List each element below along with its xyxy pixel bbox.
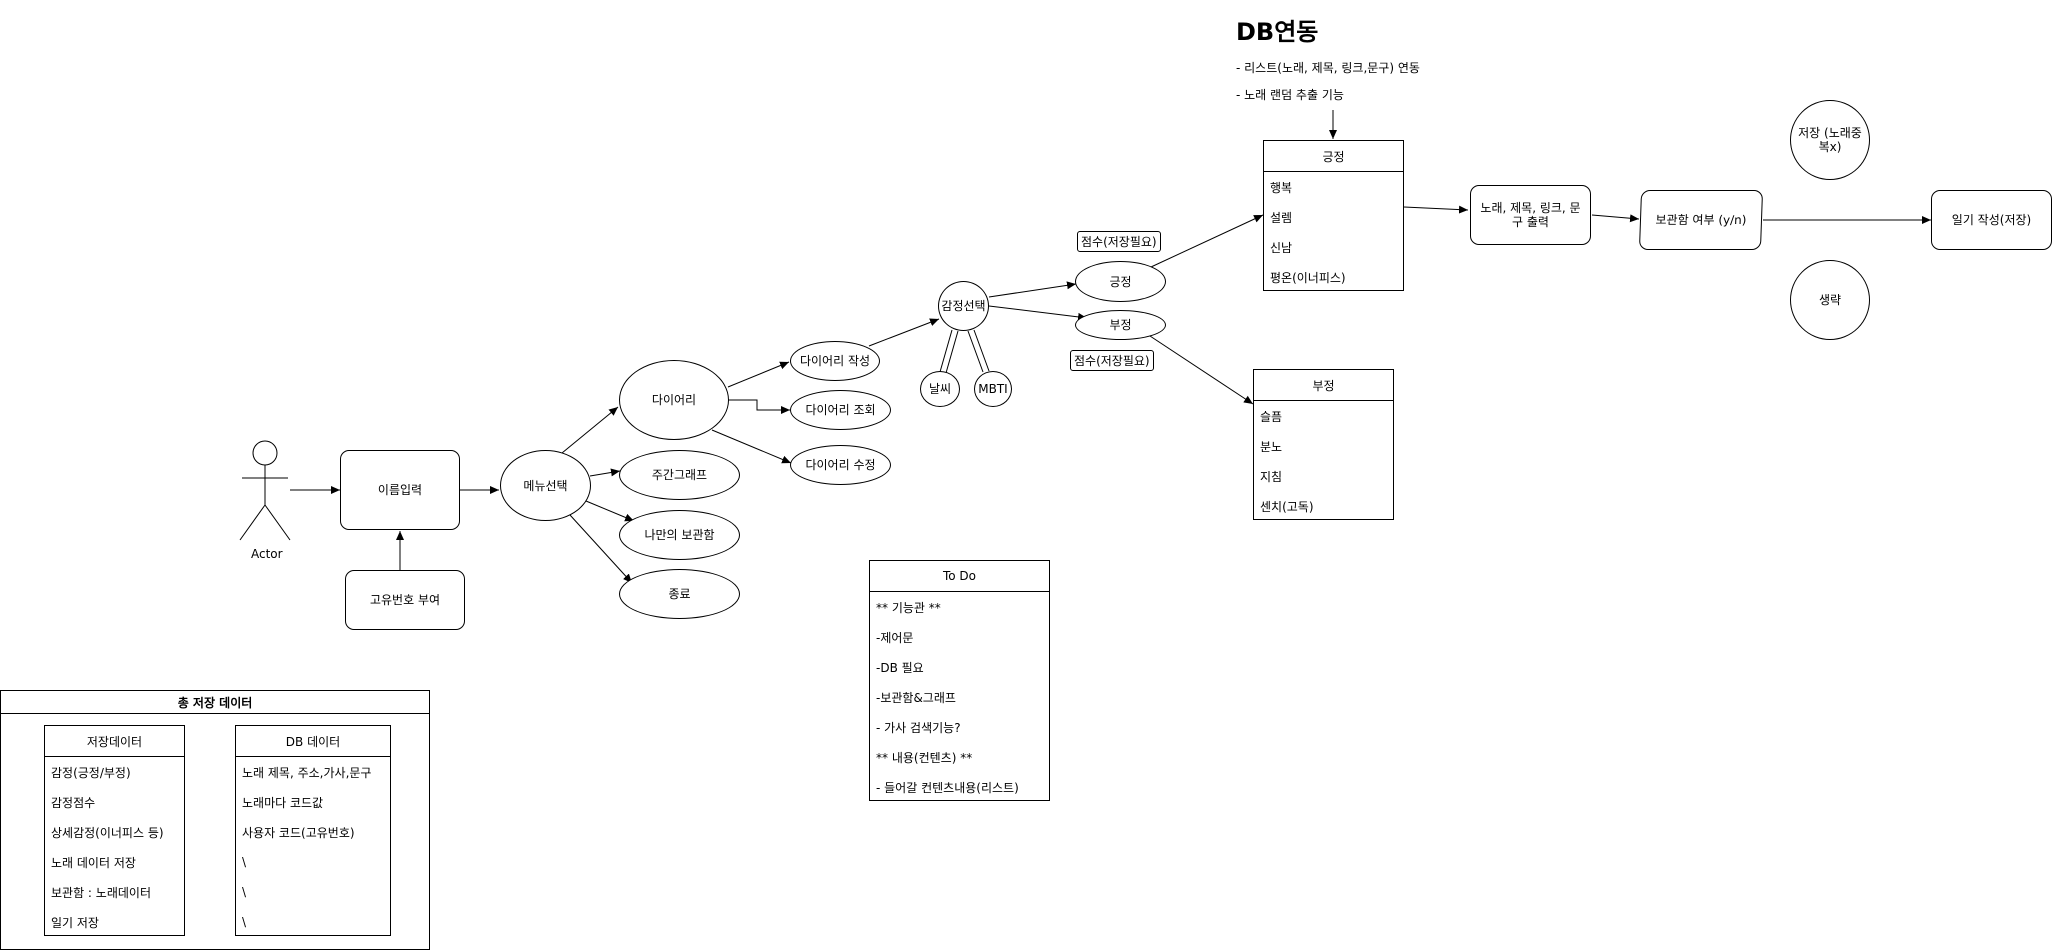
list-item[interactable]: ** 내용(컨텐츠) ** xyxy=(876,750,973,765)
diary-edit-node[interactable]: 다이어리 수정 xyxy=(790,445,891,485)
emotion-select-node[interactable]: 감정선택 xyxy=(938,281,989,331)
list-item[interactable]: 설렘 xyxy=(1270,210,1293,225)
db-data-list: DB 데이터 노래 제목, 주소,가사,문구 노래마다 코드값 사용자 코드(고… xyxy=(235,725,391,936)
edge-menu-graph xyxy=(589,468,621,477)
edge-menu-exit xyxy=(569,514,633,584)
todo-list: To Do ** 기능관 ** -제어문 -DB 필요 -보관함&그래프 - 가… xyxy=(869,560,1050,801)
score-tag-negative: 점수(저장필요) xyxy=(1070,350,1154,371)
edge-song-storage xyxy=(1591,214,1640,223)
storage-yn-node[interactable]: 보관함 여부 (y/n) xyxy=(1638,190,1764,250)
db-note-random: - 노래 랜덤 추출 기능 xyxy=(1236,88,1344,102)
list-item[interactable]: - 가사 검색기능? xyxy=(876,720,961,735)
list-item[interactable]: \ xyxy=(242,855,247,869)
exit-node[interactable]: 종료 xyxy=(619,569,740,619)
list-item[interactable]: 감정(긍정/부정) xyxy=(51,765,131,780)
list-header: 부정 xyxy=(1254,370,1393,401)
list-item[interactable]: 신남 xyxy=(1270,240,1293,255)
positive-emotion-list: 긍정 행복 설렘 신남 평온(이너피스) xyxy=(1263,140,1404,291)
edge-write-emotion xyxy=(868,318,940,347)
edge-menu-storage xyxy=(585,500,635,522)
mbti-node[interactable]: MBTI xyxy=(974,371,1012,407)
list-item[interactable]: 감정점수 xyxy=(51,795,96,810)
edge-positive-list xyxy=(1150,214,1264,268)
name-input-node[interactable]: 이름입력 xyxy=(340,450,460,530)
edge-emotion-mbti-2 xyxy=(973,329,990,372)
db-section-title: DB연동 xyxy=(1236,18,1319,46)
list-item[interactable]: 노래 제목, 주소,가사,문구 xyxy=(242,765,372,780)
list-item[interactable]: 노래마다 코드값 xyxy=(242,795,324,810)
edge-emotion-weather xyxy=(939,329,953,373)
diary-save-node[interactable]: 일기 작성(저장) xyxy=(1931,190,2052,250)
negative-node[interactable]: 부정 xyxy=(1075,310,1166,340)
list-item[interactable]: \ xyxy=(242,915,247,929)
saved-data-list: 저장데이터 감정(긍정/부정) 감정점수 상세감정(이너피스 등) 노래 데이터… xyxy=(44,725,185,936)
edge-negative-list xyxy=(1149,335,1254,405)
edge-diary-write xyxy=(727,361,790,388)
weather-node[interactable]: 날씨 xyxy=(920,371,960,407)
group-title: 총 저장 데이터 xyxy=(1,691,429,714)
my-storage-node[interactable]: 나만의 보관함 xyxy=(619,510,740,560)
edge-emotion-negative xyxy=(988,305,1088,321)
positive-node[interactable]: 긍정 xyxy=(1075,261,1166,302)
edge-emotion-mbti xyxy=(967,330,984,373)
list-item[interactable]: \ xyxy=(242,885,247,899)
list-item[interactable]: - 들어갈 컨텐츠내용(리스트) xyxy=(876,780,1019,795)
save-no-dup-node[interactable]: 저장 (노래중복x) xyxy=(1790,100,1870,180)
list-item[interactable]: ** 기능관 ** xyxy=(876,600,941,615)
list-item[interactable]: 센치(고독) xyxy=(1260,499,1314,514)
edge-positive-song xyxy=(1403,205,1469,214)
list-item[interactable]: 행복 xyxy=(1270,180,1293,195)
list-header: 저장데이터 xyxy=(45,726,184,757)
list-item[interactable]: -보관함&그래프 xyxy=(876,690,956,705)
unique-id-node[interactable]: 고유번호 부여 xyxy=(345,570,465,630)
score-tag-positive: 점수(저장필요) xyxy=(1077,231,1161,252)
actor-figure xyxy=(239,440,291,541)
edge-emotion-positive xyxy=(988,281,1077,298)
list-header: 긍정 xyxy=(1264,141,1403,172)
edge-emotion-weather-2 xyxy=(945,330,959,374)
list-item[interactable]: 상세감정(이너피스 등) xyxy=(51,825,164,840)
list-header: DB 데이터 xyxy=(236,726,390,757)
edge-diary-edit xyxy=(711,429,792,464)
list-item[interactable]: -DB 필요 xyxy=(876,660,924,675)
skip-node[interactable]: 생략 xyxy=(1790,260,1870,340)
list-item[interactable]: 지침 xyxy=(1260,469,1283,484)
negative-emotion-list: 부정 슬픔 분노 지침 센치(고독) xyxy=(1253,369,1394,520)
list-item[interactable]: 분노 xyxy=(1260,439,1283,454)
actor-label: Actor xyxy=(251,547,283,561)
list-header: To Do xyxy=(870,561,1049,592)
list-item[interactable]: 노래 데이터 저장 xyxy=(51,855,136,870)
list-item[interactable]: 사용자 코드(고유번호) xyxy=(242,825,355,840)
list-item[interactable]: 슬픔 xyxy=(1260,409,1283,424)
diary-node[interactable]: 다이어리 xyxy=(619,360,729,440)
list-item[interactable]: 평온(이너피스) xyxy=(1270,270,1346,285)
song-output-node[interactable]: 노래, 제목, 링크, 문구 출력 xyxy=(1470,185,1591,245)
menu-select-node[interactable]: 메뉴선택 xyxy=(500,450,591,521)
edge-diary-view xyxy=(728,399,790,414)
diary-view-node[interactable]: 다이어리 조회 xyxy=(790,390,891,430)
list-item[interactable]: 일기 저장 xyxy=(51,915,99,930)
diary-write-node[interactable]: 다이어리 작성 xyxy=(790,341,880,381)
list-item[interactable]: -제어문 xyxy=(876,630,914,645)
list-item[interactable]: 보관함 : 노래데이터 xyxy=(51,885,151,900)
edge-menu-diary xyxy=(561,406,619,454)
db-note-list: - 리스트(노래, 제목, 링크,문구) 연동 xyxy=(1236,61,1420,75)
weekly-graph-node[interactable]: 주간그래프 xyxy=(619,450,740,500)
